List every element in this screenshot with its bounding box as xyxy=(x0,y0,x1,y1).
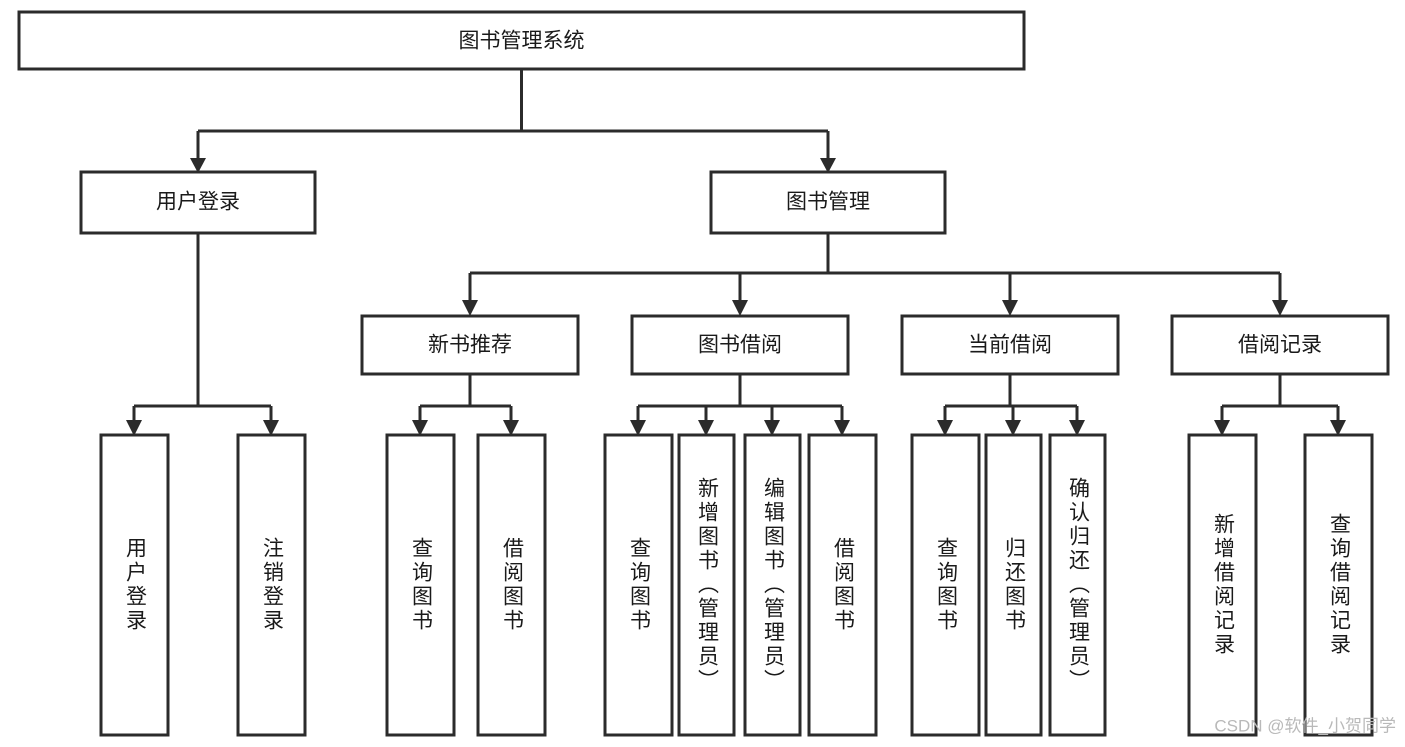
node-user-login[interactable]: 用户登录 xyxy=(79,170,317,235)
leaf-br-add-record[interactable]: 新增借阅记录 xyxy=(1187,433,1258,737)
arrowhead-bb-borrow-book xyxy=(834,420,850,436)
leaf-nbr-query-book-label: 查询图书 xyxy=(409,537,433,633)
leaf-bb-add-book-admin[interactable]: 新增图书（管理员） xyxy=(677,433,736,737)
arrowhead-current-borrow xyxy=(1002,300,1018,316)
leaf-cb-confirm-return-admin-rect[interactable] xyxy=(1048,433,1107,737)
leaf-cb-confirm-return-admin[interactable]: 确认归还（管理员） xyxy=(1048,433,1107,737)
node-book-management-system[interactable]: 图书管理系统 xyxy=(17,10,1026,71)
leaf-nbr-borrow-book-rect[interactable] xyxy=(476,433,547,737)
node-current-borrowing-rect[interactable] xyxy=(900,314,1120,376)
leaf-cb-query-book[interactable]: 查询图书 xyxy=(910,433,981,737)
leaf-nbr-query-book[interactable]: 查询图书 xyxy=(385,433,456,737)
leaf-nbr-borrow-book[interactable]: 借阅图书 xyxy=(476,433,547,737)
node-book-management-label: 图书管理 xyxy=(786,191,870,214)
leaf-nbr-borrow-book-label: 借阅图书 xyxy=(500,537,524,633)
leaf-bb-add-book-admin-rect[interactable] xyxy=(677,433,736,737)
leaf-br-add-record-label: 新增借阅记录 xyxy=(1211,513,1235,657)
connectors-layer xyxy=(126,69,1346,436)
node-new-book-recommendation-rect[interactable] xyxy=(360,314,580,376)
leaf-cb-query-book-rect[interactable] xyxy=(910,433,981,737)
leaf-br-query-record-label: 查询借阅记录 xyxy=(1327,513,1351,657)
leaf-user-login-rect[interactable] xyxy=(99,433,170,737)
arrowhead-new-book-rec xyxy=(462,300,478,316)
arrowhead-br-add-record xyxy=(1214,420,1230,436)
leaf-bb-query-book-rect[interactable] xyxy=(603,433,674,737)
csdn-watermark: CSDN @软件_小贺同学 xyxy=(1214,716,1396,735)
leaf-br-query-record-rect[interactable] xyxy=(1303,433,1374,737)
leaf-cb-return-book[interactable]: 归还图书 xyxy=(984,433,1043,737)
node-borrowing-record[interactable]: 借阅记录 xyxy=(1170,314,1390,376)
leaf-cb-confirm-return-admin-label: 确认归还（管理员） xyxy=(1066,477,1090,693)
arrowhead-bb-edit-book xyxy=(764,420,780,436)
node-root-label: 图书管理系统 xyxy=(459,30,585,53)
leaf-bb-borrow-book-label: 借阅图书 xyxy=(831,537,855,633)
leaf-logout-label: 注销登录 xyxy=(260,537,284,633)
leaf-bb-query-book-label: 查询图书 xyxy=(627,537,651,633)
arrowhead-leaf-user-login xyxy=(126,420,142,436)
node-borrowing-record-rect[interactable] xyxy=(1170,314,1390,376)
node-book-management-rect[interactable] xyxy=(709,170,947,235)
leaf-nbr-query-book-rect[interactable] xyxy=(385,433,456,737)
arrowhead-cb-query-book xyxy=(937,420,953,436)
leaf-br-add-record-rect[interactable] xyxy=(1187,433,1258,737)
arrowhead-nbr-borrow-book xyxy=(503,420,519,436)
leaf-bb-add-book-admin-label: 新增图书（管理员） xyxy=(695,477,719,693)
leaf-user-login-label: 用户登录 xyxy=(123,537,147,633)
node-new-book-recommendation-label: 新书推荐 xyxy=(428,334,512,357)
node-book-management[interactable]: 图书管理 xyxy=(709,170,947,235)
arrowhead-br-query-record xyxy=(1330,420,1346,436)
leaf-bb-edit-book-admin[interactable]: 编辑图书（管理员） xyxy=(743,433,802,737)
leaf-cb-return-book-label: 归还图书 xyxy=(1002,537,1026,633)
arrowhead-bb-add-book xyxy=(698,420,714,436)
leaf-bb-query-book[interactable]: 查询图书 xyxy=(603,433,674,737)
node-book-borrowing-rect[interactable] xyxy=(630,314,850,376)
node-user-login-label: 用户登录 xyxy=(156,191,240,214)
arrowhead-nbr-query-book xyxy=(412,420,428,436)
arrowhead-book-mgmt xyxy=(820,158,836,173)
node-root-rect[interactable] xyxy=(17,10,1026,71)
nodes-layer: 图书管理系统 用户登录 图书管理 新书推荐 图书借阅 xyxy=(17,10,1390,737)
arrowhead-cb-return-book xyxy=(1005,420,1021,436)
arrowhead-bb-query-book xyxy=(630,420,646,436)
leaf-br-query-record[interactable]: 查询借阅记录 xyxy=(1303,433,1374,737)
node-borrowing-record-label: 借阅记录 xyxy=(1238,334,1322,357)
arrowhead-borrow-record xyxy=(1272,300,1288,316)
leaf-bb-edit-book-admin-label: 编辑图书（管理员） xyxy=(761,477,785,693)
leaf-user-login[interactable]: 用户登录 xyxy=(99,433,170,737)
arrowhead-book-borrow xyxy=(732,300,748,316)
leaf-bb-borrow-book-rect[interactable] xyxy=(807,433,878,737)
arrowhead-leaf-logout xyxy=(263,420,279,436)
arrowhead-cb-confirm-return xyxy=(1069,420,1085,436)
node-new-book-recommendation[interactable]: 新书推荐 xyxy=(360,314,580,376)
arrowhead-user-login xyxy=(190,158,206,173)
leaf-logout[interactable]: 注销登录 xyxy=(236,433,307,737)
node-current-borrowing[interactable]: 当前借阅 xyxy=(900,314,1120,376)
leaf-cb-return-book-rect[interactable] xyxy=(984,433,1043,737)
node-current-borrowing-label: 当前借阅 xyxy=(968,334,1052,357)
leaf-bb-edit-book-admin-rect[interactable] xyxy=(743,433,802,737)
node-book-borrowing-label: 图书借阅 xyxy=(698,334,782,357)
leaf-logout-rect[interactable] xyxy=(236,433,307,737)
leaf-bb-borrow-book[interactable]: 借阅图书 xyxy=(807,433,878,737)
leaf-cb-query-book-label: 查询图书 xyxy=(934,537,958,633)
node-book-borrowing[interactable]: 图书借阅 xyxy=(630,314,850,376)
node-user-login-rect[interactable] xyxy=(79,170,317,235)
